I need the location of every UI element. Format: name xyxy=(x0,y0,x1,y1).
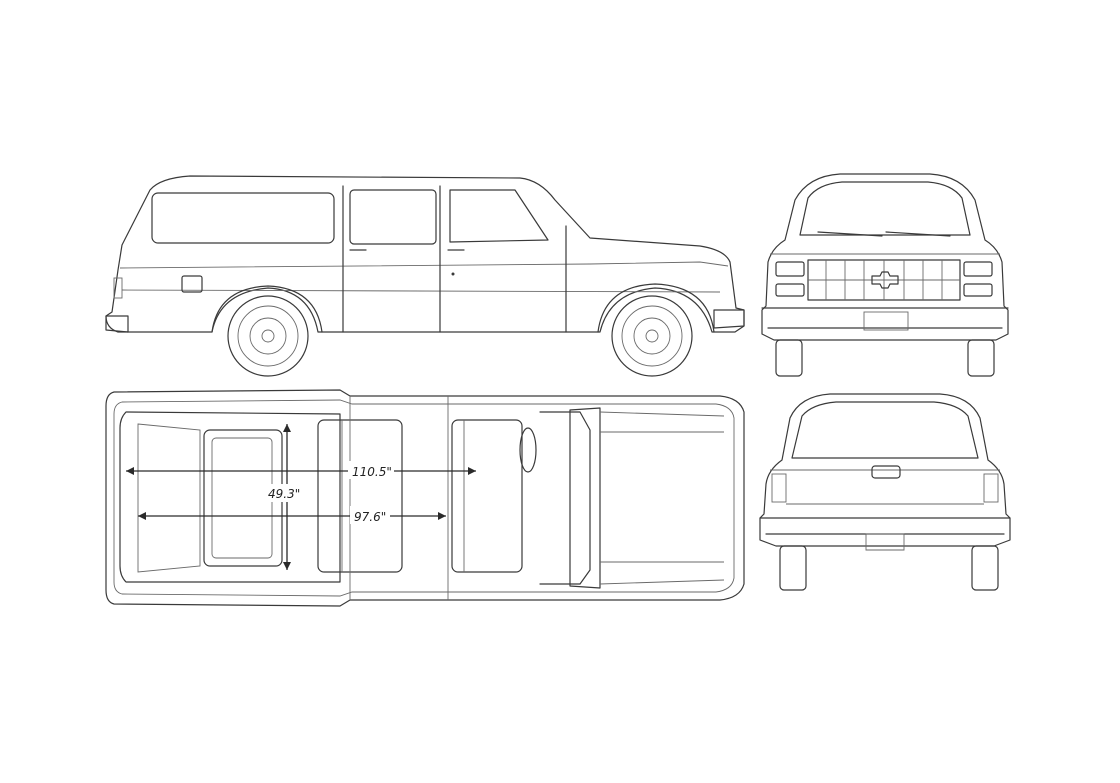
side-rear-window xyxy=(151,192,335,244)
top-front-seat xyxy=(451,419,523,573)
side-body-outline xyxy=(105,175,745,333)
front-view xyxy=(761,173,1009,377)
side-rear-door-window xyxy=(349,189,437,245)
top-middle-seat xyxy=(317,419,403,573)
tailgate-handle xyxy=(871,465,901,479)
top-view xyxy=(105,389,745,607)
rear-tire-right xyxy=(971,545,999,591)
rear-tire-left xyxy=(779,545,807,591)
dimension-lines xyxy=(126,424,476,570)
bowtie-emblem xyxy=(871,271,899,289)
side-front-door-window xyxy=(449,189,549,243)
steering-wheel xyxy=(519,427,537,473)
front-license-plate xyxy=(863,311,909,331)
rear-body-outline xyxy=(759,393,1011,547)
front-headlight-right xyxy=(963,261,993,277)
rear-view xyxy=(759,393,1011,591)
top-body-outline xyxy=(105,389,745,607)
front-headlight-left xyxy=(775,261,805,277)
dim-label-width-inner: 97.6" xyxy=(354,510,386,524)
dim-label-width-total: 110.5" xyxy=(352,465,392,479)
side-view xyxy=(105,175,745,377)
dim-label-depth: 49.3" xyxy=(268,487,300,501)
rear-tail-light-right xyxy=(983,473,999,503)
front-windshield xyxy=(799,181,971,236)
rear-license-plate xyxy=(865,533,905,551)
rear-tail-light-left xyxy=(771,473,787,503)
front-tire-left xyxy=(775,339,803,377)
side-front-wheel xyxy=(611,295,693,377)
side-rear-wheel xyxy=(227,295,309,377)
rear-window xyxy=(791,401,979,459)
top-windshield xyxy=(569,407,601,589)
front-body-outline xyxy=(761,173,1009,341)
fuel-door xyxy=(181,275,203,293)
front-tire-right xyxy=(967,339,995,377)
